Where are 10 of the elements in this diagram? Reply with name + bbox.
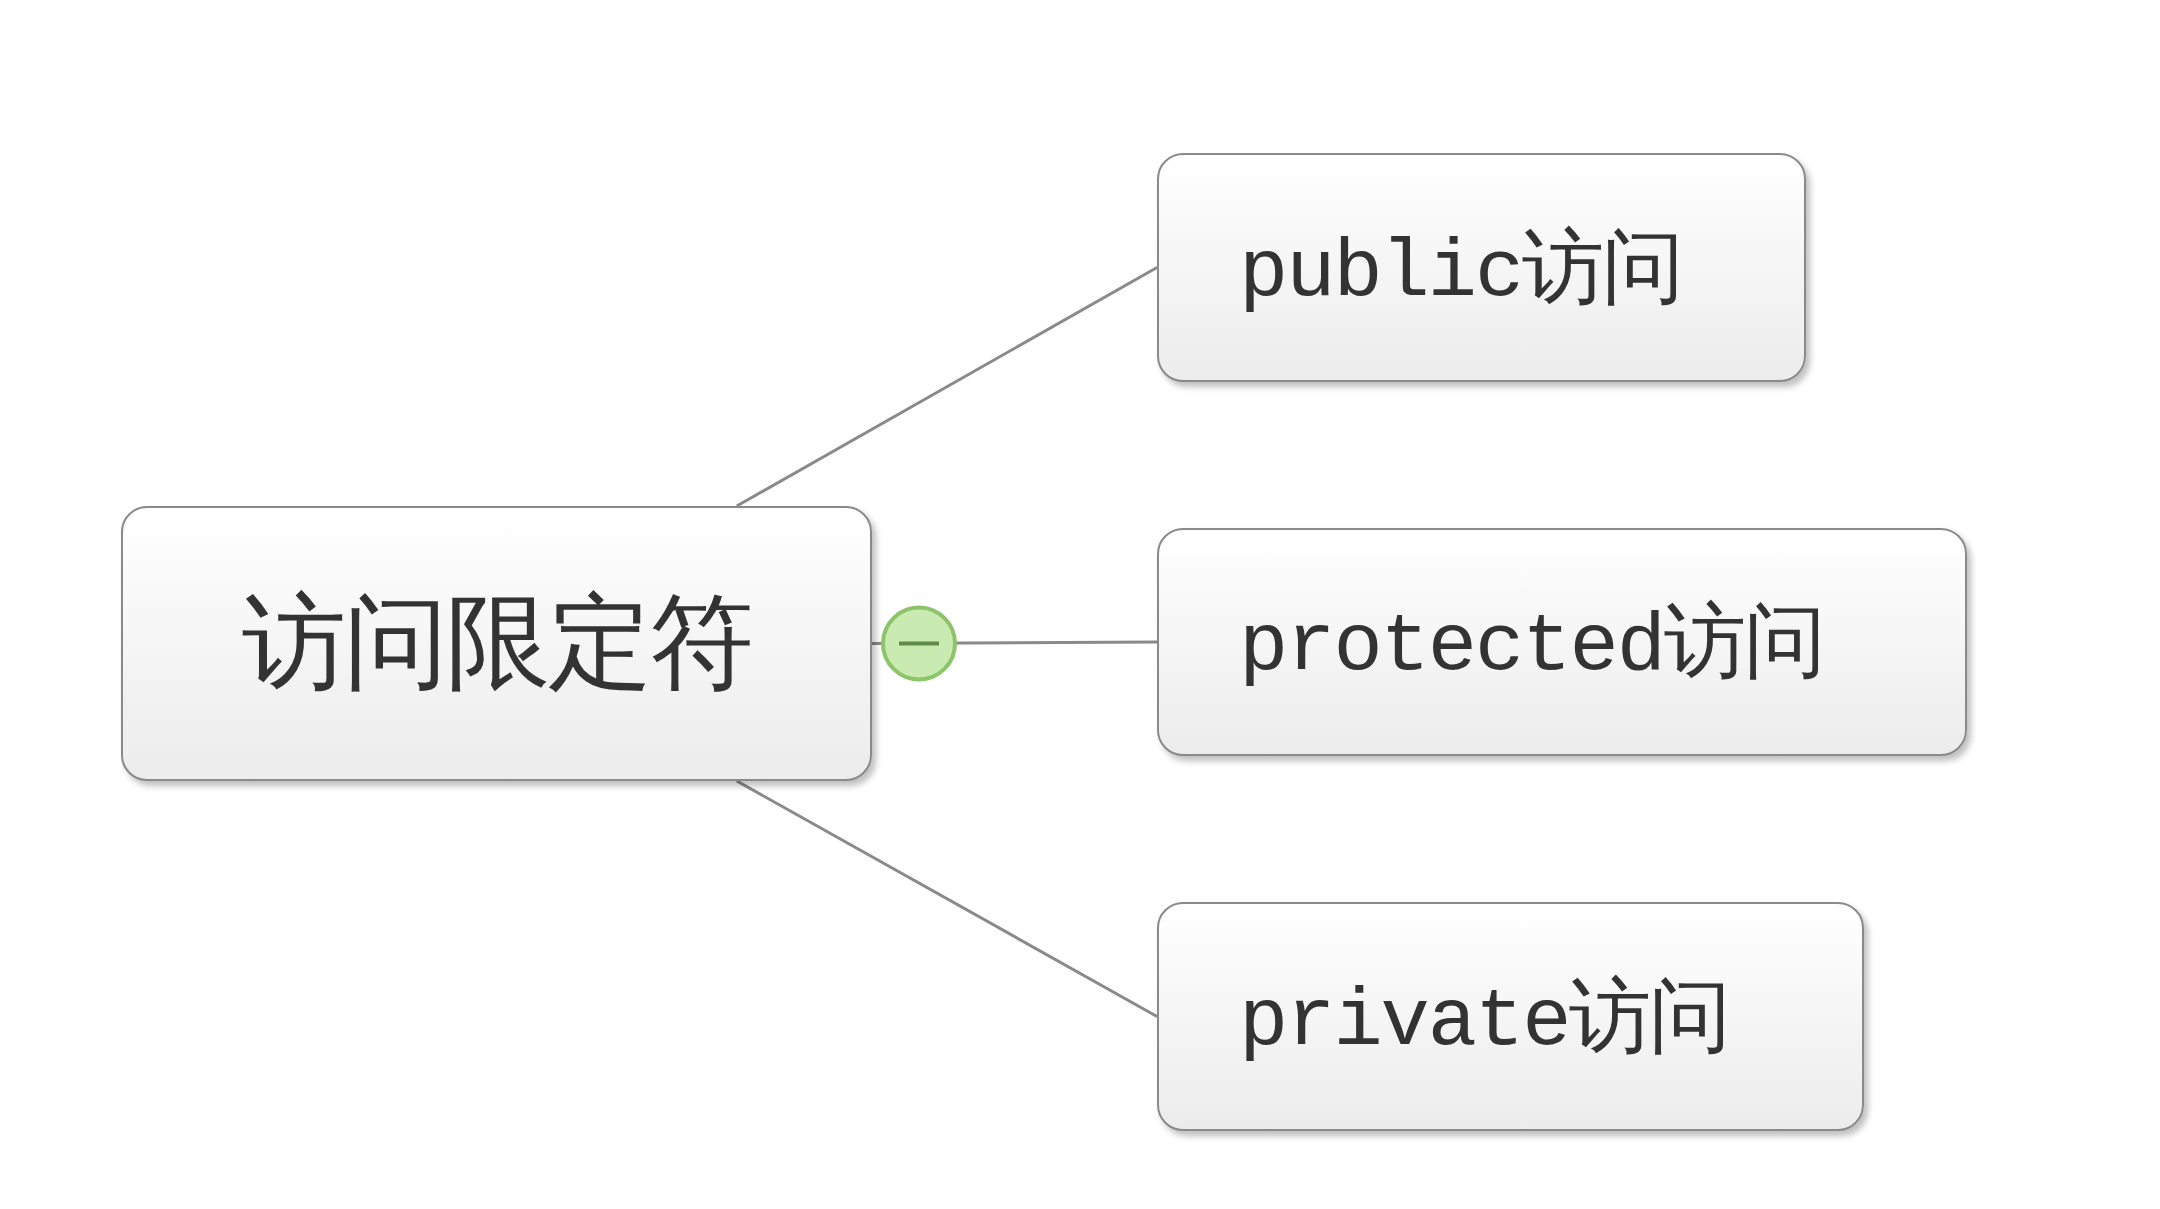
topic-text: 访问限定符 bbox=[241, 579, 752, 705]
connector-line bbox=[736, 779, 1158, 1018]
subtopic-box bbox=[1157, 153, 1806, 382]
subtopic-box bbox=[1157, 902, 1864, 1131]
topic-text: protected访问 bbox=[1239, 598, 1824, 696]
topic-text: private访问 bbox=[1239, 973, 1730, 1071]
topic-box bbox=[121, 506, 872, 781]
topic-text: public访问 bbox=[1239, 224, 1683, 322]
subtopic-box bbox=[1157, 528, 1967, 756]
connector-line bbox=[736, 266, 1158, 508]
